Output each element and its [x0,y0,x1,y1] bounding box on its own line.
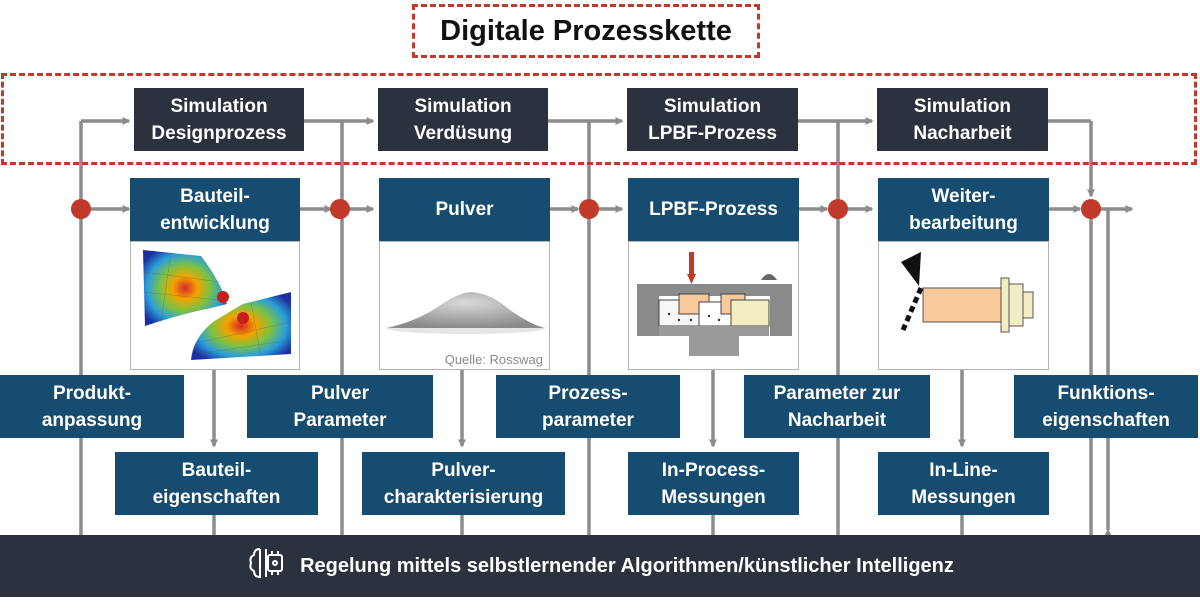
ai-brain-circuit-icon [246,543,286,589]
ai-control-label: Regelung mittels selbstlernender Algorit… [300,554,954,577]
input-prozessparameter: Prozess- parameter [496,375,680,438]
input-parameter-nacharbeit: Parameter zur Nacharbeit [744,375,930,438]
junction-dot-1 [71,199,91,219]
postprocessing-image [878,241,1049,370]
output-in-process-messungen: In-Process- Messungen [628,452,799,515]
input-pulver-parameter: Pulver Parameter [247,375,433,438]
sim-lpbf-prozess: Simulation LPBF-Prozess [627,88,798,151]
step-bauteilentwicklung: Bauteil- entwicklung [130,178,300,241]
junction-dot-5 [1081,199,1101,219]
powder-image: Quelle: Rosswag [379,241,550,370]
ai-control-bar: Regelung mittels selbstlernender Algorit… [0,535,1200,597]
output-in-line-messungen: In-Line- Messungen [878,452,1049,515]
sim-verduesung: Simulation Verdüsung [378,88,548,151]
step-weiterbearbeitung: Weiter- bearbeitung [878,178,1049,241]
input-produktanpassung: Produkt- anpassung [0,375,184,438]
step-lpbf-prozess: LPBF-Prozess [628,178,799,241]
junction-dot-3 [579,199,599,219]
output-pulvercharakterisierung: Pulver- charakterisierung [362,452,565,515]
simulation-frame [1,73,1197,165]
lpbf-machine-image [628,241,799,370]
step-pulver: Pulver [379,178,550,241]
image-source-caption: Quelle: Rosswag [444,352,543,367]
fem-simulation-image [130,241,300,370]
junction-dot-4 [828,199,848,219]
sim-nacharbeit: Simulation Nacharbeit [877,88,1048,151]
junction-dot-2 [330,199,350,219]
sim-designprozess: Simulation Designprozess [134,88,304,151]
input-funktionseigenschaften: Funktions- eigenschaften [1014,375,1198,438]
output-bauteileigenschaften: Bauteil- eigenschaften [115,452,318,515]
diagram-title: Digitale Prozesskette [412,4,760,58]
